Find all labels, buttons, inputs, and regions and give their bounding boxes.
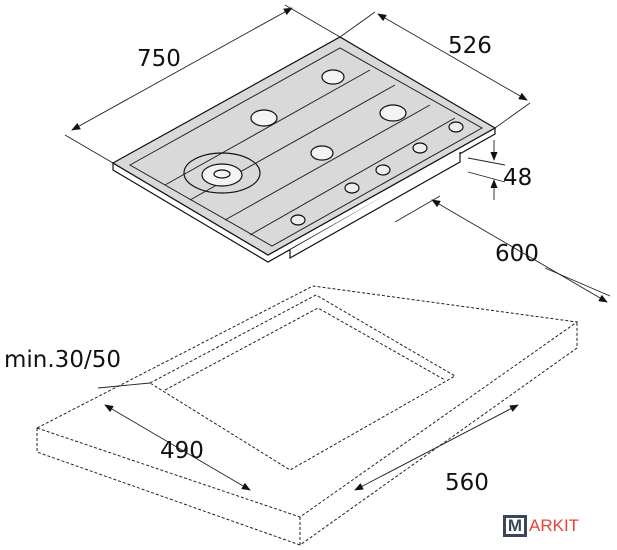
cutout-offset-label: 600 xyxy=(495,241,539,267)
cutout-width-label: 560 xyxy=(445,470,489,496)
width-dimension-label: 750 xyxy=(137,46,181,72)
height-dimension-label: 48 xyxy=(503,165,533,191)
countertop xyxy=(35,285,579,546)
cutout-depth-label: 490 xyxy=(160,438,204,464)
logo-letter: M xyxy=(503,515,527,537)
min-distance-label: min.30/50 xyxy=(4,347,121,373)
control-knobs xyxy=(290,121,464,226)
dimension-lines xyxy=(64,4,611,491)
markit-logo: M ARKIT xyxy=(503,515,579,537)
logo-text: ARKIT xyxy=(529,516,580,535)
depth-dimension-label: 526 xyxy=(448,33,492,59)
